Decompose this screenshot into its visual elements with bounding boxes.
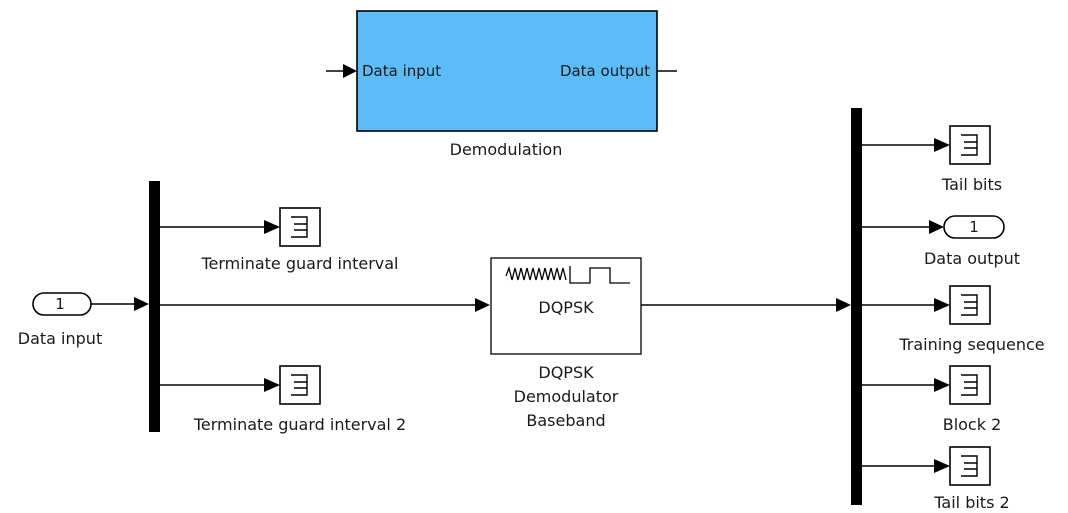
terminator-block[interactable] bbox=[279, 365, 321, 405]
outport-data-output[interactable]: 1 bbox=[943, 215, 1005, 239]
terminator-tail-bits[interactable] bbox=[949, 125, 991, 165]
demodulation-subsystem[interactable]: Data input Data output Demodulation bbox=[326, 10, 677, 159]
inport-number: 1 bbox=[55, 295, 65, 313]
dqpsk-block-text: DQPSK bbox=[538, 298, 594, 317]
terminator-block[interactable] bbox=[279, 207, 321, 247]
training-sequence-label: Training sequence bbox=[898, 335, 1044, 354]
block2-arrow-icon bbox=[934, 378, 950, 392]
terminator-block2[interactable] bbox=[949, 365, 991, 405]
block2-label: Block 2 bbox=[943, 415, 1002, 434]
dqpsk-name-line-1: DQPSK bbox=[538, 363, 594, 382]
data-output-arrow-icon bbox=[929, 220, 944, 234]
tail-bits-2-arrow-icon bbox=[934, 459, 950, 473]
terminator-icon bbox=[961, 134, 978, 156]
terminator-bottom-arrow-icon bbox=[264, 378, 280, 392]
terminator-top-label: Terminate guard interval bbox=[200, 254, 398, 273]
terminator-icon bbox=[291, 374, 308, 396]
terminator-block[interactable] bbox=[949, 365, 991, 405]
subsystem-name-label: Demodulation bbox=[450, 140, 563, 159]
outport-number: 1 bbox=[969, 218, 979, 236]
tail-bits-label: Tail bits bbox=[941, 175, 1002, 194]
square-wave-icon bbox=[569, 266, 630, 284]
subsystem-block[interactable] bbox=[356, 10, 658, 132]
terminator-block[interactable] bbox=[949, 125, 991, 165]
terminator-training-sequence[interactable] bbox=[949, 285, 991, 325]
dqpsk-name-line-3: Baseband bbox=[526, 411, 605, 430]
tail-bits-arrow-icon bbox=[934, 138, 950, 152]
terminator-icon bbox=[291, 216, 308, 238]
terminator-icon bbox=[961, 455, 978, 477]
terminator-icon bbox=[961, 374, 978, 396]
inport-data-input[interactable]: 1 Data input bbox=[18, 292, 102, 348]
modulated-wave-icon bbox=[505, 265, 567, 281]
demux-right-bar[interactable] bbox=[851, 108, 862, 505]
dqpsk-demodulator-block[interactable]: DQPSK bbox=[490, 257, 642, 355]
terminator-bottom-label: Terminate guard interval 2 bbox=[193, 415, 406, 434]
outport-block[interactable] bbox=[943, 215, 1005, 239]
training-sequence-arrow-icon bbox=[934, 298, 950, 312]
dqpsk-input-arrow-icon bbox=[475, 298, 490, 312]
inport-name-label: Data input bbox=[18, 329, 102, 348]
terminator-guard-interval[interactable] bbox=[279, 207, 321, 247]
outport-name-label: Data output bbox=[924, 249, 1020, 268]
terminator-guard-interval-2[interactable] bbox=[279, 365, 321, 405]
subsystem-input-arrow-icon bbox=[343, 64, 357, 78]
terminator-tail-bits-2[interactable] bbox=[949, 446, 991, 486]
subsystem-input-port-label: Data input bbox=[362, 62, 441, 80]
dqpsk-name-line-2: Demodulator bbox=[514, 387, 619, 406]
tail-bits-2-label: Tail bits 2 bbox=[933, 493, 1009, 512]
subsystem-output-port-label: Data output bbox=[560, 62, 650, 80]
terminator-block[interactable] bbox=[949, 446, 991, 486]
demux-input-arrow-icon bbox=[134, 297, 149, 311]
terminator-top-arrow-icon bbox=[264, 220, 280, 234]
demux-right-input-arrow-icon bbox=[836, 298, 851, 312]
demux-bar[interactable] bbox=[149, 181, 160, 432]
terminator-icon bbox=[961, 294, 978, 316]
terminator-block[interactable] bbox=[949, 285, 991, 325]
